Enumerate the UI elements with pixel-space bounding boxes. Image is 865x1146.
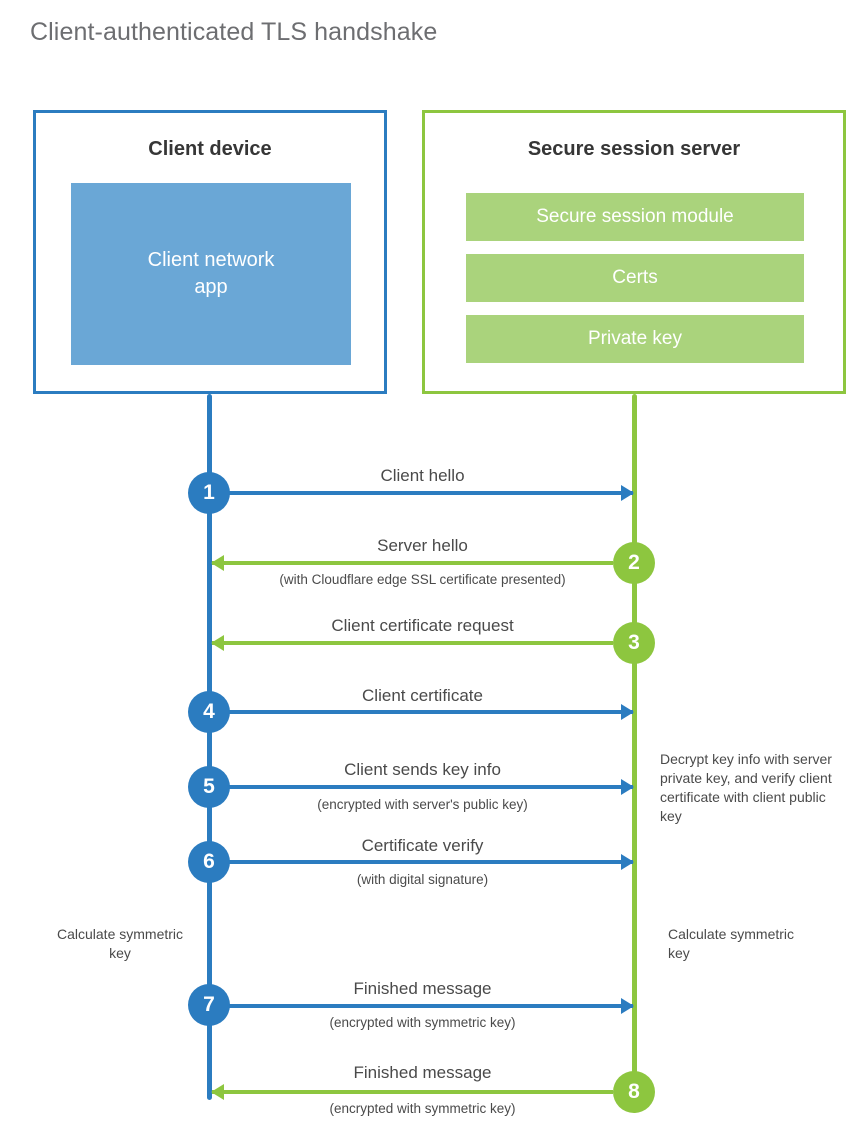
message-label-2: Server hello	[377, 536, 468, 555]
arrow-head-right-icon	[621, 998, 634, 1014]
message-sub-5: (encrypted with server's public key)	[317, 797, 528, 812]
step-badge-5[interactable]: 5	[188, 766, 230, 808]
message-label-4: Client certificate	[362, 686, 483, 705]
arrow-shaft	[222, 710, 633, 714]
client-app-line-2: app	[194, 276, 228, 298]
annotation-client-calculate-symmetric-key: Calculate symmetric key	[56, 926, 184, 961]
arrow-shaft	[222, 785, 633, 789]
client-device-box: Client device Client network app	[33, 110, 387, 394]
message-arrow-5	[222, 779, 634, 795]
arrow-head-left-icon	[211, 635, 224, 651]
arrow-head-right-icon	[621, 704, 634, 720]
message-sub-8: (encrypted with symmetric key)	[329, 1101, 516, 1116]
arrow-head-left-icon	[211, 555, 224, 571]
server-block-certs: Certs	[466, 254, 804, 302]
message-arrow-1	[222, 485, 634, 501]
server-block-secure-session-module: Secure session module	[466, 193, 804, 241]
step-badge-6[interactable]: 6	[188, 841, 230, 883]
arrow-head-right-icon	[621, 485, 634, 501]
annotation-server-calculate-symmetric-key: Calculate symmetric key	[668, 926, 795, 961]
step-badge-3[interactable]: 3	[613, 622, 655, 664]
client-network-app-block: Client network app	[71, 183, 351, 365]
arrow-shaft	[222, 491, 633, 495]
arrow-head-right-icon	[621, 854, 634, 870]
message-label-1: Client hello	[380, 466, 465, 485]
step-badge-8[interactable]: 8	[613, 1071, 655, 1113]
message-label-6: Certificate verify	[361, 836, 484, 855]
secure-session-server-title: Secure session server	[527, 138, 741, 160]
step-badge-2[interactable]: 2	[613, 542, 655, 584]
message-arrow-4	[222, 704, 634, 720]
message-arrow-7	[222, 998, 634, 1014]
arrow-shaft	[212, 1090, 613, 1094]
client-device-title: Client device	[148, 138, 272, 160]
arrow-shaft	[212, 641, 613, 645]
secure-session-server-box: Secure session server Secure session mod…	[422, 110, 846, 394]
message-label-8: Finished message	[353, 1063, 492, 1082]
client-app-line-1: Client network	[147, 249, 275, 271]
arrow-head-left-icon	[211, 1084, 224, 1100]
server-block-private-key: Private key	[466, 315, 804, 363]
step-badge-4[interactable]: 4	[188, 691, 230, 733]
arrow-shaft	[212, 561, 613, 565]
message-arrow-3	[211, 635, 613, 651]
client-network-app-label: Client network app	[148, 247, 275, 301]
message-sub-7: (encrypted with symmetric key)	[329, 1015, 516, 1030]
message-sub-2: (with Cloudflare edge SSL certificate pr…	[279, 572, 566, 587]
message-sub-6: (with digital signature)	[356, 872, 489, 887]
step-badge-7[interactable]: 7	[188, 984, 230, 1026]
message-label-3: Client certificate request	[331, 616, 514, 635]
arrow-shaft	[222, 860, 633, 864]
message-arrow-8	[211, 1084, 613, 1100]
page-title: Client-authenticated TLS handshake	[30, 18, 438, 46]
message-label-5: Client sends key info	[344, 760, 501, 779]
step-badge-1[interactable]: 1	[188, 472, 230, 514]
message-label-7: Finished message	[353, 979, 492, 998]
server-lifeline	[632, 394, 637, 1094]
arrow-head-right-icon	[621, 779, 634, 795]
message-arrow-6	[222, 854, 634, 870]
arrow-shaft	[222, 1004, 633, 1008]
annotation-server-decrypt: Decrypt key info with server private key…	[660, 751, 832, 824]
message-arrow-2	[211, 555, 613, 571]
client-lifeline	[207, 394, 212, 1100]
